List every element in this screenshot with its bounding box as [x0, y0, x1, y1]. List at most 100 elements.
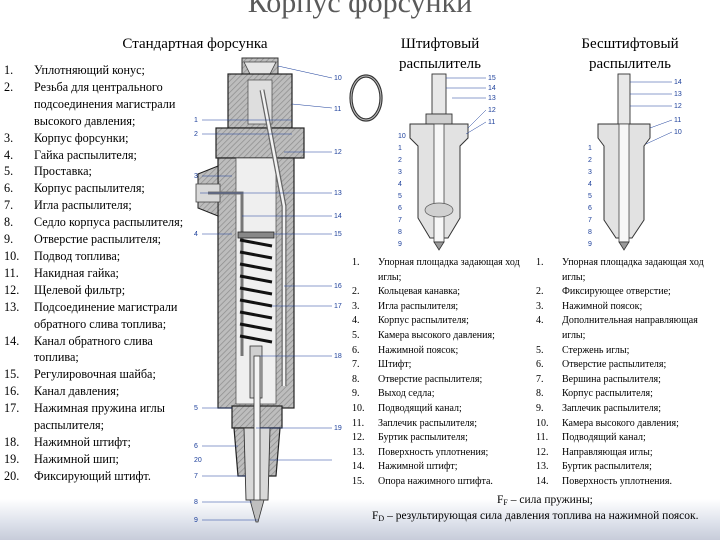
- item-number: 16.: [4, 384, 20, 399]
- header-pinless-line-1: Бесштифтовый: [581, 36, 679, 52]
- header-pin-line-1: Штифтовый: [400, 36, 480, 52]
- item-text: Кольцевая канавка;: [378, 286, 461, 298]
- list-item: 12.Направляющая иглы;: [536, 446, 718, 461]
- diagram-callout-number: 3: [194, 173, 198, 180]
- diagram-callout-number: 9: [194, 517, 198, 524]
- item-text: Фиксирующий штифт.: [34, 468, 151, 483]
- diagram-callout-number: 13: [674, 91, 682, 98]
- item-number: 15.: [4, 367, 20, 382]
- list-item: 8.Отверстие распылителя;: [352, 373, 528, 388]
- formula-text: – результирующая сила давления топлива н…: [384, 510, 699, 522]
- diagram-callout-number: 13: [488, 95, 496, 102]
- list-item: 12.Щелевой фильтр;: [4, 282, 188, 299]
- item-number: 11.: [4, 265, 19, 280]
- list-item: 2.Фиксирующее отверстие;: [536, 285, 718, 300]
- item-number: 1.: [536, 257, 544, 268]
- item-number: 5.: [4, 164, 14, 179]
- list-item: 4.Дополнительная направляющая иглы;: [536, 314, 718, 343]
- list-item: 7.Игла распылителя;: [4, 197, 188, 214]
- item-text: Штифт;: [378, 359, 412, 371]
- standard-injector-parts-list: 1.Уплотняющий конус;2.Резьба для централ…: [4, 62, 188, 485]
- diagram-callout-number: 12: [488, 107, 496, 114]
- formula-symbol: F: [372, 510, 379, 522]
- diagram-callout-number: 14: [674, 79, 682, 86]
- item-number: 5.: [352, 329, 360, 341]
- diagram-callout-number: 1: [398, 145, 402, 152]
- item-number: 10.: [352, 402, 365, 414]
- diagram-callout-number: 5: [398, 193, 402, 200]
- item-number: 20.: [4, 468, 20, 483]
- diagram-callout-number: 3: [588, 169, 592, 176]
- diagram-callout-number: 9: [588, 241, 592, 248]
- item-number: 6.: [536, 359, 544, 371]
- item-number: 13.: [4, 299, 20, 314]
- diagram-callout-number: 8: [194, 499, 198, 506]
- item-number: 5.: [536, 344, 544, 356]
- item-text: Игла распылителя;: [378, 300, 459, 312]
- item-number: 3.: [4, 130, 14, 145]
- item-number: 12.: [352, 432, 365, 444]
- item-number: 6.: [352, 344, 360, 356]
- formula-text: – сила пружины;: [507, 494, 593, 506]
- diagram-callout-number: 6: [398, 205, 402, 212]
- item-number: 11.: [352, 417, 365, 429]
- item-text: Буртик распылителя;: [378, 432, 468, 444]
- item-number: 12.: [536, 446, 549, 458]
- item-text: Резьба для центрального подсоединения ма…: [34, 79, 176, 128]
- diagram-callout-number: 1: [588, 145, 592, 152]
- item-text: Накидная гайка;: [34, 265, 119, 280]
- list-item: 9.Отверстие распылителя;: [4, 231, 188, 248]
- item-number: 6.: [4, 181, 14, 196]
- item-number: 10.: [4, 248, 20, 263]
- item-text: Нажимная пружина иглы распылителя;: [34, 401, 165, 433]
- list-item: 15.Регулировочная шайба;: [4, 366, 188, 383]
- diagram-callout-number: 9: [398, 241, 402, 248]
- item-number: 10.: [536, 417, 549, 429]
- list-item: 10.Подводящий канал;: [352, 402, 528, 417]
- item-number: 1.: [4, 63, 14, 77]
- diagram-callout-number: 6: [588, 205, 592, 212]
- diagram-callout-number: 2: [398, 157, 402, 164]
- item-number: 2.: [352, 286, 360, 298]
- item-text: Подвод топлива;: [34, 248, 121, 263]
- item-number: 18.: [4, 434, 20, 449]
- item-text: Отверстие распылителя;: [34, 232, 162, 247]
- diagram-callout-number: 8: [588, 229, 592, 236]
- item-text: Камера высокого давления;: [378, 329, 495, 341]
- item-text: Гайка распылителя;: [34, 147, 137, 162]
- diagram-callout-number: 10: [674, 129, 682, 136]
- item-number: 14.: [536, 475, 549, 487]
- item-text: Нажимной штифт;: [34, 434, 131, 449]
- item-number: 13.: [536, 461, 549, 473]
- list-item: 10. Подвод топлива;: [4, 248, 188, 265]
- item-text: Упорная площадка задающая ход иглы;: [378, 257, 520, 283]
- list-item: 14.Нажимной штифт;: [352, 460, 528, 475]
- formula-subscript: F: [503, 498, 508, 507]
- list-item: 5. Проставка;: [4, 163, 188, 180]
- list-item: 2. Резьба для центрального подсоединения …: [4, 79, 188, 130]
- item-number: 14.: [352, 461, 365, 473]
- list-item: 11. Заплечик распылителя;: [352, 417, 528, 432]
- diagram-callout-number: 2: [588, 157, 592, 164]
- item-text: Игла распылителя;: [34, 198, 132, 213]
- diagram-callout-number: 13: [334, 190, 342, 197]
- diagram-callout-number: 7: [194, 473, 198, 480]
- diagram-callout-number: 16: [334, 283, 342, 290]
- list-item: 6.Нажимной поясок;: [352, 344, 528, 359]
- item-number: 3.: [536, 300, 544, 312]
- item-number: 15.: [352, 475, 365, 487]
- item-text: Корпус форсунки;: [34, 130, 129, 145]
- list-item: 10.Камера высокого давления;: [536, 417, 718, 432]
- list-item: 17.Нажимная пружина иглы распылителя;: [4, 400, 188, 434]
- diagram-callout-number: 10: [334, 75, 342, 82]
- item-text: Опора нажимного штифта.: [378, 475, 493, 487]
- item-text: Проставка;: [34, 164, 92, 179]
- diagram-callout-number: 5: [588, 193, 592, 200]
- diagram-callout-number: 12: [334, 149, 342, 156]
- item-number: 2.: [4, 79, 14, 94]
- item-text: Заплечик распылителя;: [378, 417, 478, 429]
- item-number: 8.: [536, 388, 544, 400]
